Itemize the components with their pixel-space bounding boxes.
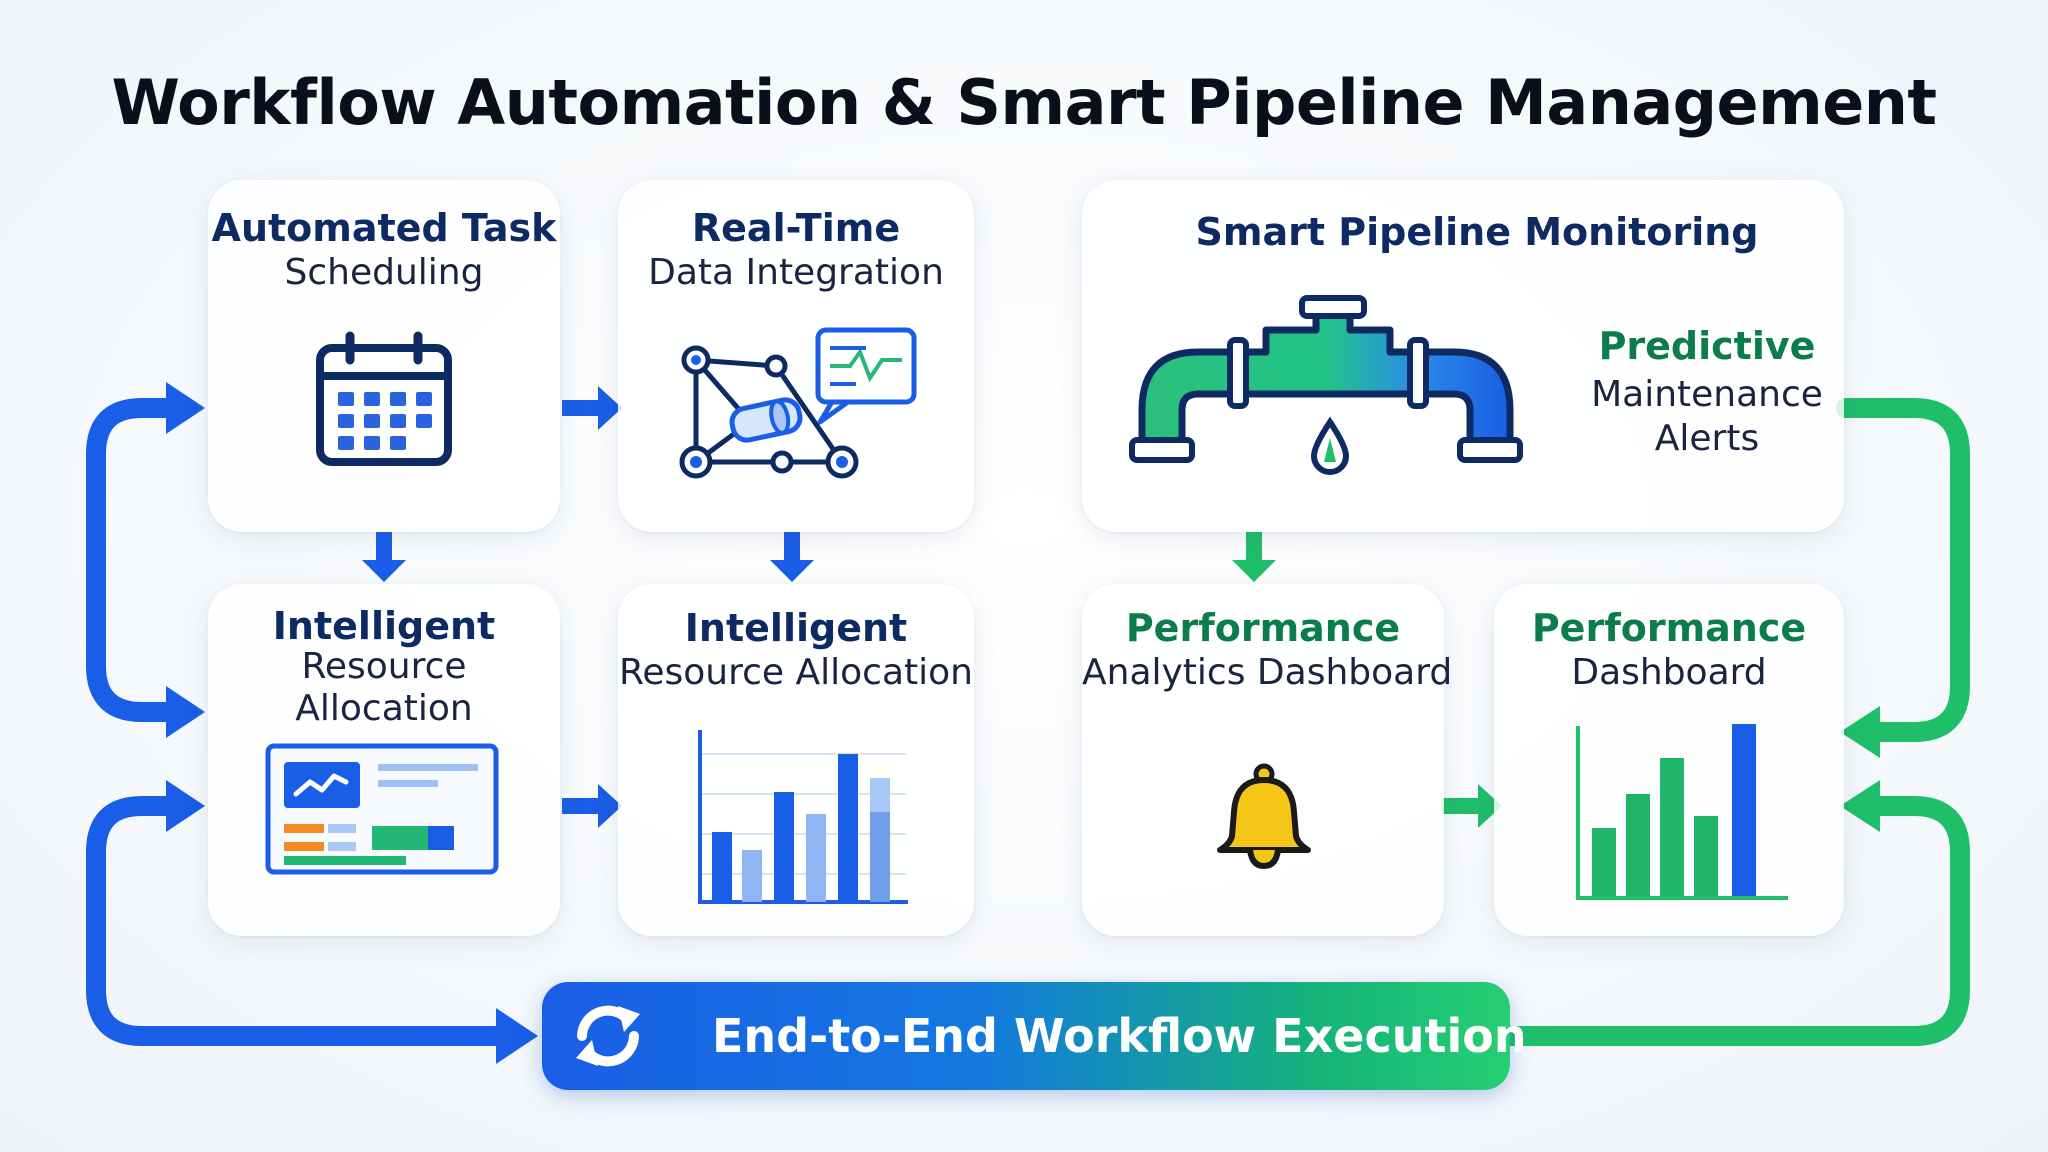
card-subtitle-1: Resource	[301, 646, 467, 687]
card-title: Performance	[1125, 606, 1401, 650]
bar-chart-icon	[698, 730, 908, 904]
pipe-icon	[1129, 295, 1523, 475]
card-subtitle: Analytics Dashboard	[1082, 652, 1453, 693]
card-performance-analytics: Performance Analytics Dashboard	[1082, 584, 1453, 936]
card-title: Automated Task	[211, 206, 557, 250]
card-task-scheduling: Automated Task Scheduling	[208, 180, 560, 532]
arrow-down-2	[770, 532, 814, 582]
dashboard-screen-icon	[265, 743, 499, 875]
card-resource-allocation-1: Intelligent Resource Allocation	[208, 584, 560, 936]
card-pipeline-monitoring: Smart Pipeline Monitoring Predictive Mai…	[1082, 180, 1844, 532]
arrow-right-2	[562, 784, 622, 828]
arrow-head-left-1	[166, 382, 205, 434]
arrow-down-1	[362, 532, 406, 582]
arrow-right-3	[1442, 784, 1502, 828]
right-loop-upper	[1836, 398, 1970, 742]
predictive-subtitle-1: Maintenance	[1591, 374, 1823, 415]
predictive-subtitle-2: Alerts	[1654, 418, 1760, 459]
workflow-execution-bar[interactable]: End-to-End Workflow Execution	[542, 982, 1527, 1090]
execution-label: End-to-End Workflow Execution	[712, 1009, 1527, 1063]
card-performance-dashboard: Performance Dashboard	[1494, 584, 1844, 936]
card-subtitle: Resource Allocation	[618, 652, 973, 693]
card-subtitle: Data Integration	[648, 252, 944, 293]
card-title: Intelligent	[684, 606, 908, 650]
predictive-title: Predictive	[1598, 324, 1816, 368]
arrow-head-left-3	[166, 780, 205, 832]
bar-chart-icon	[1576, 724, 1788, 900]
bell-icon	[1217, 763, 1311, 870]
arrow-head-right-2	[1840, 780, 1880, 832]
card-title: Real-Time	[691, 206, 901, 250]
page-title: Workflow Automation & Smart Pipeline Man…	[111, 66, 1937, 139]
refresh-icon	[576, 1005, 640, 1067]
card-subtitle: Dashboard	[1571, 652, 1767, 693]
arrow-right-1	[562, 386, 622, 430]
arrow-head-right-1	[1840, 706, 1880, 758]
arrow-head-left-4	[496, 1008, 538, 1064]
card-resource-allocation-2: Intelligent Resource Allocation	[618, 584, 974, 936]
network-icon	[679, 327, 917, 479]
arrow-down-3	[1232, 532, 1276, 582]
arrow-head-left-2	[166, 686, 205, 738]
card-title: Intelligent	[272, 604, 496, 648]
card-title: Performance	[1531, 606, 1807, 650]
card-subtitle: Scheduling	[284, 252, 484, 293]
calendar-icon	[316, 331, 452, 466]
card-subtitle-2: Allocation	[295, 688, 473, 729]
card-data-integration: Real-Time Data Integration	[618, 180, 974, 532]
card-title: Smart Pipeline Monitoring	[1195, 210, 1759, 254]
left-loop-upper	[86, 398, 180, 722]
